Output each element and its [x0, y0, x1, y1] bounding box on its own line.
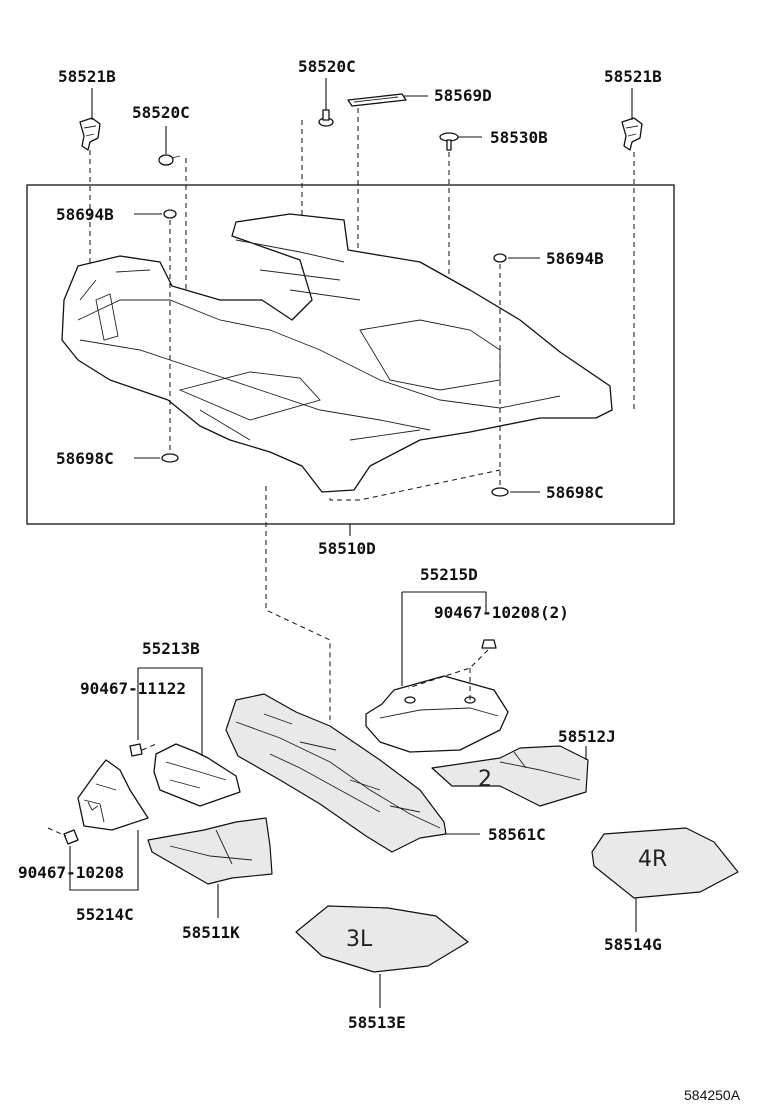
clip-right-part[interactable]	[621, 117, 643, 151]
silencer-center-part[interactable]	[153, 743, 241, 807]
insulator-center-part[interactable]	[225, 693, 447, 853]
label-screw-right: 90467-10208(2)	[434, 603, 569, 622]
label-carpet-assembly: 58510D	[318, 539, 376, 558]
label-grommet: 58530B	[490, 128, 548, 147]
label-silencer-center: 55213B	[142, 639, 200, 658]
label-screw-left: 90467-10208	[18, 863, 124, 882]
label-washer-right: 58698C	[546, 483, 604, 502]
silencer-right-part[interactable]	[365, 675, 509, 753]
washer-right-part[interactable]	[491, 487, 509, 497]
grommet-part[interactable]	[439, 132, 459, 151]
mat-rear-right-mark: 4R	[638, 847, 667, 872]
retainer-top-part[interactable]	[318, 109, 334, 127]
label-mat-rear-right: 58514G	[604, 935, 662, 954]
diagram-code: 584250A	[684, 1087, 741, 1103]
clip-left-part[interactable]	[79, 117, 101, 151]
label-nut-right: 58694B	[546, 249, 604, 268]
label-retainer-top: 58520C	[298, 57, 356, 76]
label-nut-left: 58694B	[56, 205, 114, 224]
screw-left-part[interactable]	[63, 829, 79, 845]
mat-rear-left-mark: 3L	[346, 927, 373, 952]
label-clip-left: 58521B	[58, 67, 116, 86]
label-mat-front-right: 58512J	[558, 727, 616, 746]
label-mat-front-left: 58511K	[182, 923, 240, 942]
mat-front-right-part[interactable]	[431, 745, 589, 807]
label-insulator-center: 58561C	[488, 825, 546, 844]
label-mat-rear-left: 58513E	[348, 1013, 406, 1032]
label-silencer-left: 55214C	[76, 905, 134, 924]
label-retainer-left: 58520C	[132, 103, 190, 122]
label-washer-left: 58698C	[56, 449, 114, 468]
screw-center-part[interactable]	[129, 743, 143, 757]
mat-rear-left-part[interactable]	[295, 905, 469, 973]
mat-front-right-mark: 2	[478, 767, 492, 792]
retainer-left-part[interactable]	[158, 154, 181, 166]
washer-left-part[interactable]	[161, 453, 179, 463]
nut-left-part[interactable]	[163, 209, 177, 219]
screw-right-part[interactable]	[481, 639, 497, 649]
plate-part[interactable]	[347, 93, 407, 107]
label-plate: 58569D	[434, 86, 492, 105]
label-screw-center: 90467-11122	[80, 679, 186, 698]
mat-rear-right-part[interactable]	[591, 827, 739, 899]
silencer-left-part[interactable]	[77, 759, 149, 831]
floor-carpet-assembly[interactable]	[61, 213, 613, 493]
label-clip-right: 58521B	[604, 67, 662, 86]
label-silencer-right: 55215D	[420, 565, 478, 584]
mat-front-left-part[interactable]	[147, 817, 273, 885]
nut-right-part[interactable]	[493, 253, 507, 263]
